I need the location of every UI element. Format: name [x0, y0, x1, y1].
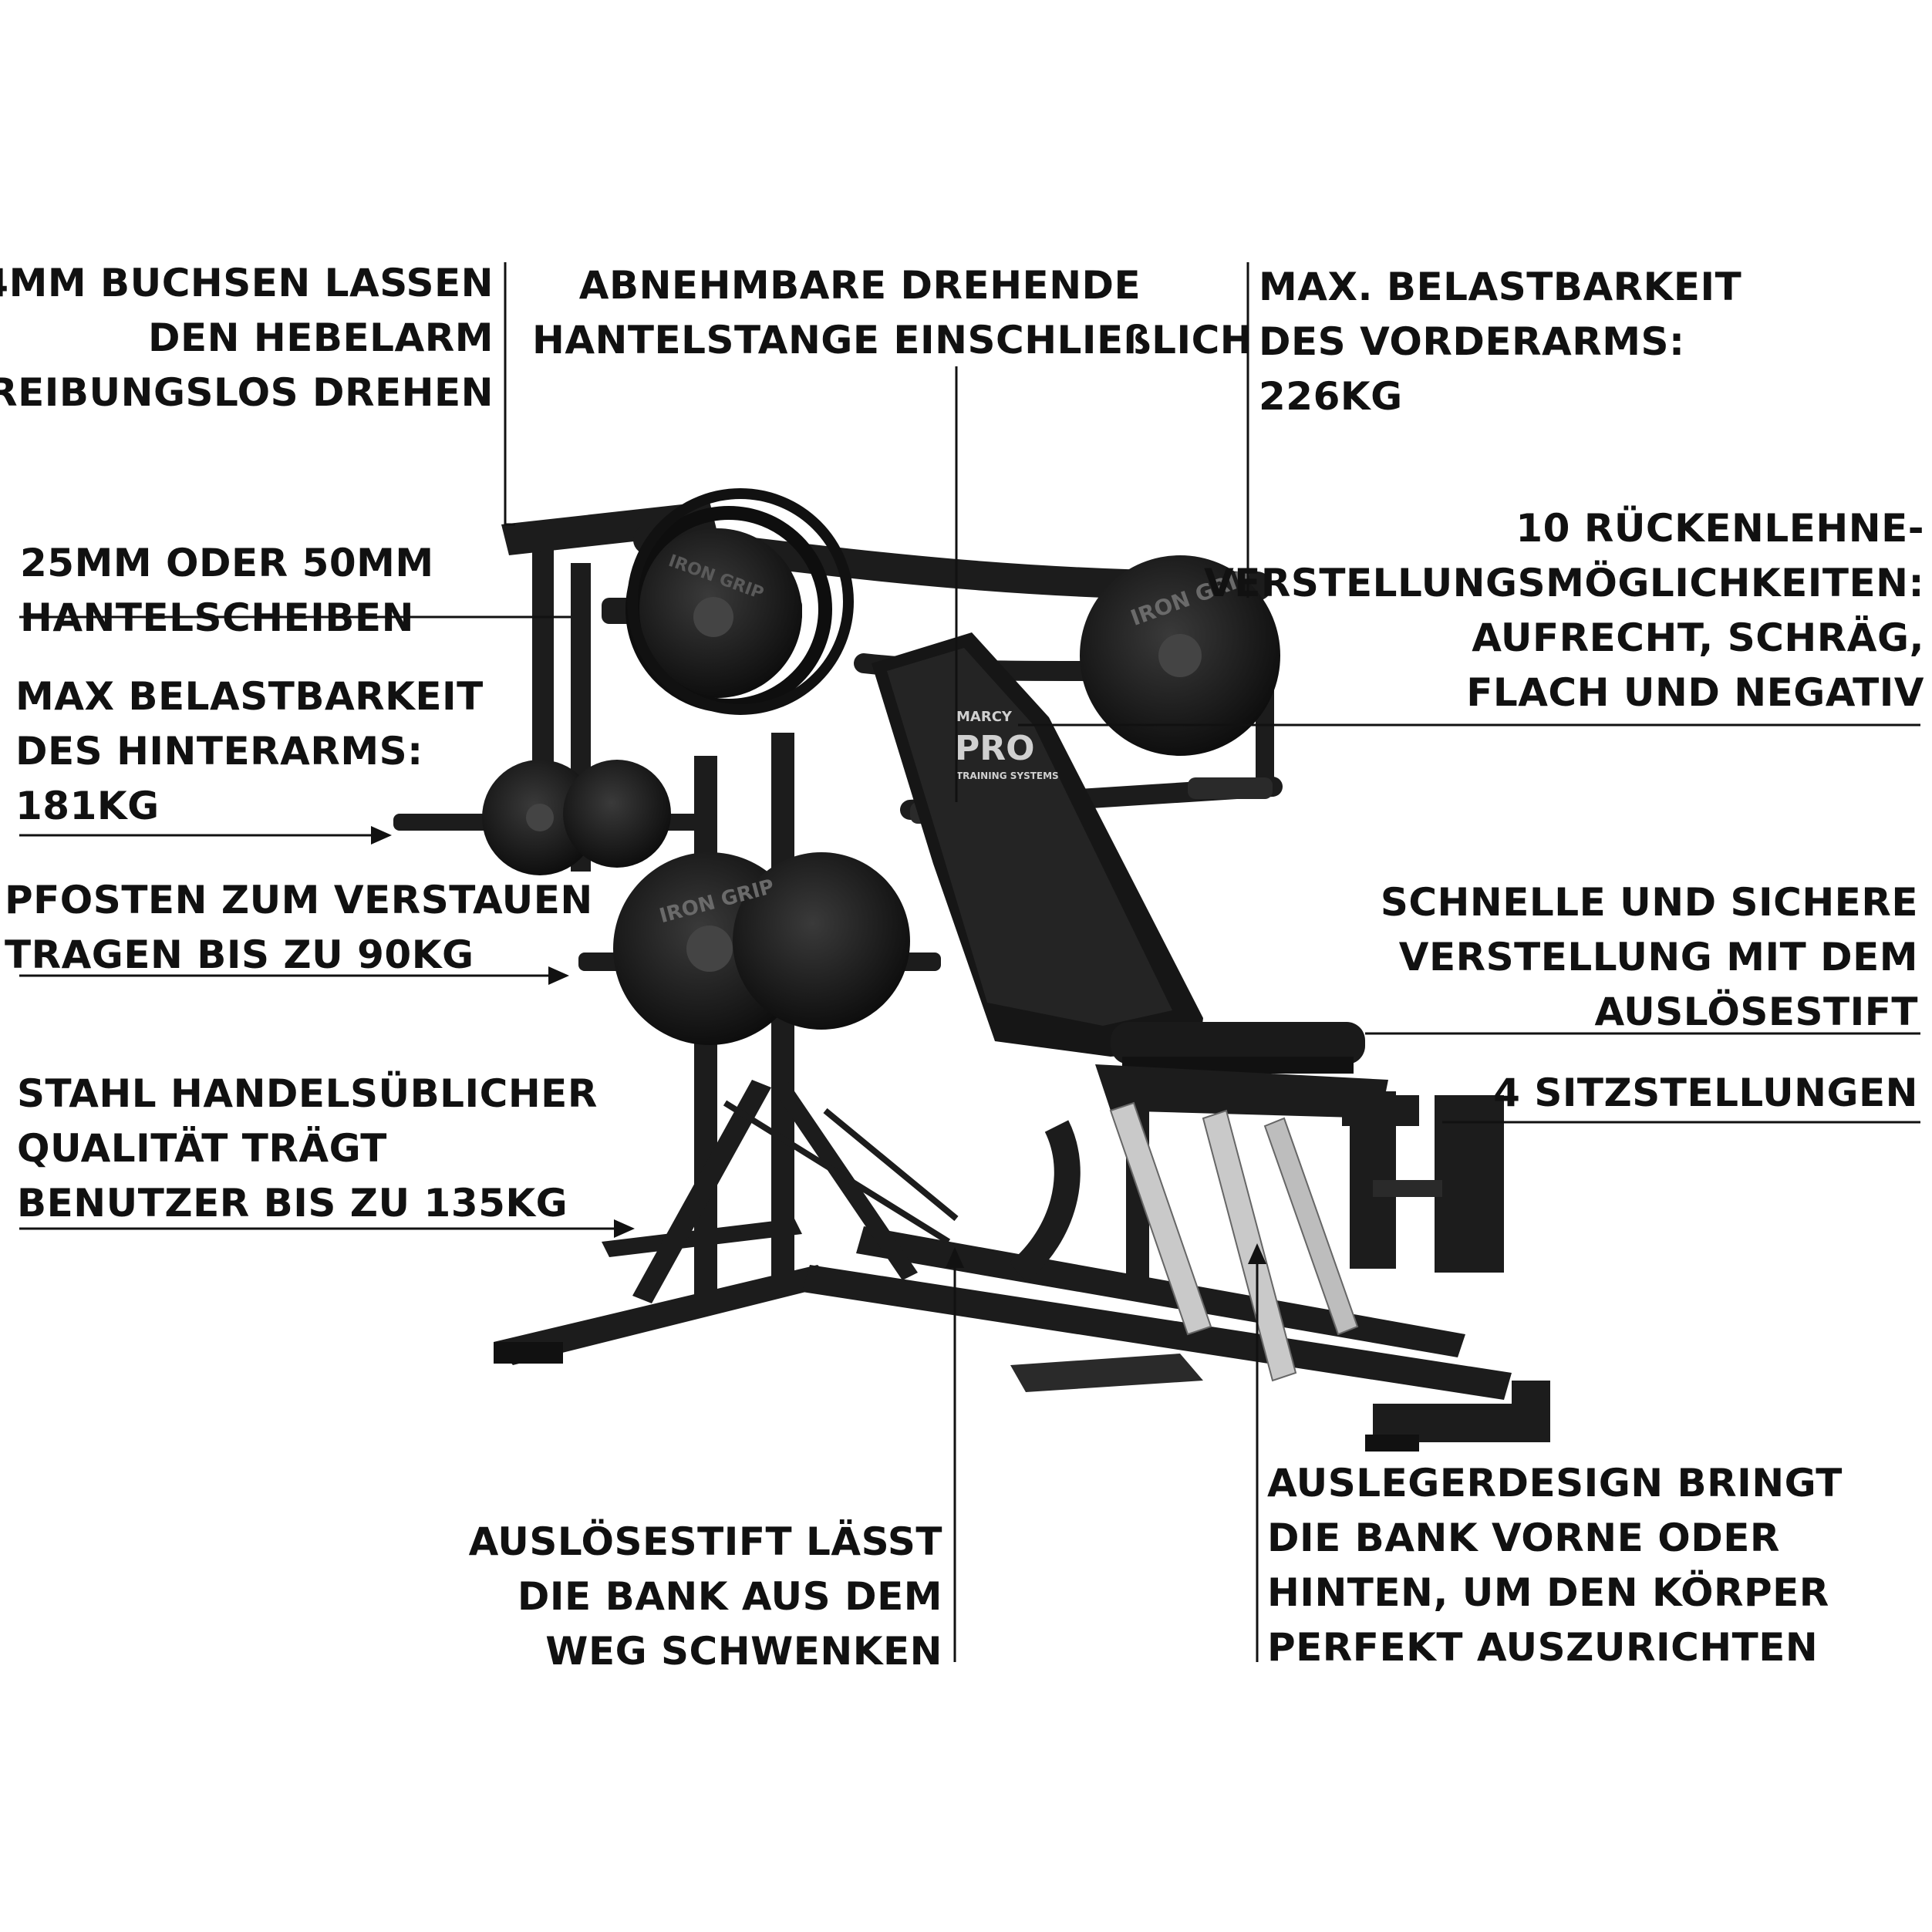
callout-backrest: 10 RÜCKENLEHNE- VERSTELLUNGSMÖGLICHKEITE…	[1204, 501, 1924, 720]
callout-backrest-line-2: VERSTELLUNGSMÖGLICHKEITEN:	[1204, 561, 1924, 605]
callout-boom-line-2: DIE BANK VORNE ODER	[1267, 1516, 1780, 1560]
brand-logo-tagline: TRAINING SYSTEMS	[956, 770, 1059, 781]
callout-seat: 4 SITZSTELLUNGEN	[1493, 1066, 1918, 1121]
bench-seat	[1095, 1022, 1388, 1118]
callout-front-arm-line-3: 226KG	[1259, 374, 1403, 419]
callout-boom: AUSLEGERDESIGN BRINGT DIE BANK VORNE ODE…	[1267, 1456, 1843, 1675]
callout-backrest-line-3: AUFRECHT, SCHRÄG,	[1472, 615, 1924, 660]
callout-seat-line-1: 4 SITZSTELLUNGEN	[1493, 1071, 1918, 1115]
callout-bar-line-1: ABNEHMBARE DREHENDE	[578, 263, 1141, 308]
callout-backrest-line-4: FLACH UND NEGATIV	[1466, 670, 1924, 715]
bench-backrest: MARCY PRO TRAINING SYSTEMS	[872, 632, 1203, 1057]
callout-rear-arm: MAX BELASTBARKEIT DES HINTERARMS: 181KG	[15, 669, 484, 834]
callout-pin-line-3: AUSLÖSESTIFT	[1594, 990, 1918, 1034]
callout-posts-line-2: TRAGEN BIS ZU 90KG	[5, 932, 474, 977]
callout-boom-line-4: PERFEKT AUSZURICHTEN	[1267, 1625, 1819, 1670]
callout-bushings-line-1: 14MM BUCHSEN LASSEN	[0, 261, 494, 305]
callout-backrest-line-1: 10 RÜCKENLEHNE-	[1516, 506, 1924, 551]
callout-front-arm: MAX. BELASTBARKEIT DES VORDERARMS: 226KG	[1259, 260, 1741, 424]
callout-rear-arm-line-2: DES HINTERARMS:	[15, 729, 423, 774]
callout-steel-line-3: BENUTZER BIS ZU 135KG	[17, 1181, 568, 1226]
callout-bar-line-2: HANTELSTANGE EINSCHLIEßLICH	[532, 318, 1253, 362]
callout-front-arm-line-1: MAX. BELASTBARKEIT	[1259, 265, 1742, 309]
brand-logo-small: MARCY	[956, 709, 1013, 725]
callout-pin: SCHNELLE UND SICHERE VERSTELLUNG MIT DEM…	[1381, 875, 1918, 1040]
callout-posts-line-1: PFOSTEN ZUM VERSTAUEN	[5, 878, 593, 922]
callout-posts: PFOSTEN ZUM VERSTAUEN TRAGEN BIS ZU 90KG	[5, 873, 593, 983]
callout-steel-line-1: STAHL HANDELSÜBLICHER	[17, 1071, 598, 1116]
callout-steel-line-2: QUALITÄT TRÄGT	[17, 1126, 387, 1171]
callout-swing-line-1: AUSLÖSESTIFT LÄSST	[468, 1519, 942, 1564]
callout-pin-line-2: VERSTELLUNG MIT DEM	[1398, 935, 1918, 979]
callout-bushings: 14MM BUCHSEN LASSEN DEN HEBELARM REIBUNG…	[0, 256, 494, 420]
weight-plates: IRON GRIP IRON GRIP IRON GRIP	[482, 488, 1280, 1045]
callout-bar: ABNEHMBARE DREHENDE HANTELSTANGE EINSCHL…	[532, 258, 1253, 368]
callout-pin-line-1: SCHNELLE UND SICHERE	[1380, 880, 1918, 925]
callout-bushings-line-3: REIBUNGSLOS DREHEN	[0, 370, 494, 415]
callout-plates-line-2: HANTELSCHEIBEN	[20, 595, 414, 640]
callout-swing-line-2: DIE BANK AUS DEM	[517, 1574, 942, 1619]
callout-rear-arm-line-1: MAX BELASTBARKEIT	[15, 674, 484, 719]
callout-boom-line-3: HINTEN, UM DEN KÖRPER	[1267, 1570, 1829, 1615]
leader-lines	[19, 262, 1920, 1662]
callout-plates: 25MM ODER 50MM HANTELSCHEIBEN	[20, 536, 434, 646]
callout-swing: AUSLÖSESTIFT LÄSST DIE BANK AUS DEM WEG …	[469, 1515, 942, 1679]
callout-plates-line-1: 25MM ODER 50MM	[20, 541, 434, 585]
callout-bushings-line-2: DEN HEBELARM	[148, 315, 494, 360]
callout-front-arm-line-2: DES VORDERARMS:	[1259, 319, 1685, 364]
callout-swing-line-3: WEG SCHWENKEN	[545, 1629, 942, 1674]
callout-steel: STAHL HANDELSÜBLICHER QUALITÄT TRÄGT BEN…	[17, 1067, 598, 1231]
callout-boom-line-1: AUSLEGERDESIGN BRINGT	[1267, 1461, 1843, 1505]
brand-logo-pro: PRO	[955, 729, 1035, 768]
callout-rear-arm-line-3: 181KG	[15, 784, 160, 828]
